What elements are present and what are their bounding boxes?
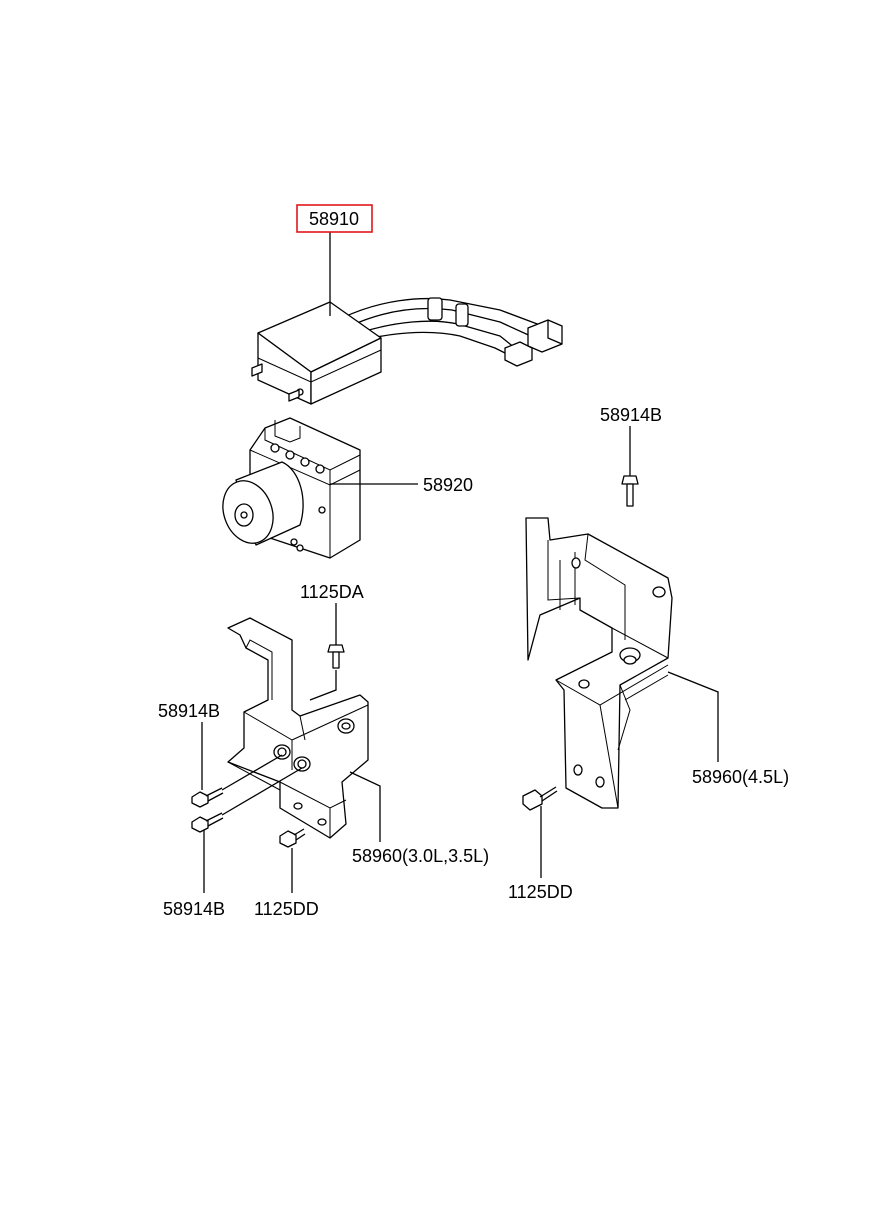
label-1125dd-right[interactable]: 1125DD: [508, 882, 573, 902]
label-58910[interactable]: 58910: [309, 209, 359, 229]
screw-right-drawing[interactable]: [522, 786, 558, 811]
small-bracket-leader-line: [349, 771, 381, 842]
large-bracket-leader-line: [667, 671, 719, 762]
small-bracket-drawing[interactable]: [227, 617, 369, 839]
label-1125da[interactable]: 1125DA: [300, 582, 364, 602]
label-58920[interactable]: 58920: [423, 475, 473, 495]
bolt-1125da-drawing[interactable]: [327, 644, 345, 669]
label-1125dd-left[interactable]: 1125DD: [254, 899, 319, 919]
screw-left-drawing[interactable]: [279, 828, 306, 848]
label-58960-4-5l[interactable]: 58960(4.5L): [692, 767, 789, 787]
label-58960-3-0l-3-5l[interactable]: 58960(3.0L,3.5L): [352, 846, 489, 866]
ecu-module-drawing[interactable]: [251, 297, 563, 405]
bolt-top-right-drawing[interactable]: [621, 475, 639, 507]
hydraulic-unit-drawing[interactable]: [215, 417, 361, 559]
label-58914b-left-a[interactable]: 58914B: [158, 701, 220, 721]
label-58914b-top[interactable]: 58914B: [600, 405, 662, 425]
large-bracket-drawing[interactable]: [525, 517, 673, 809]
bolt-left-a-guide-line: [221, 754, 283, 791]
bolt-left-a-drawing[interactable]: [191, 787, 224, 808]
ecu-highlight-box[interactable]: [296, 204, 373, 233]
bolt-left-b-guide-line: [221, 767, 303, 816]
bolt-left-b-drawing[interactable]: [191, 812, 224, 833]
label-58914b-left-b[interactable]: 58914B: [163, 899, 225, 919]
bolt-1125da-guide-line: [309, 670, 337, 701]
